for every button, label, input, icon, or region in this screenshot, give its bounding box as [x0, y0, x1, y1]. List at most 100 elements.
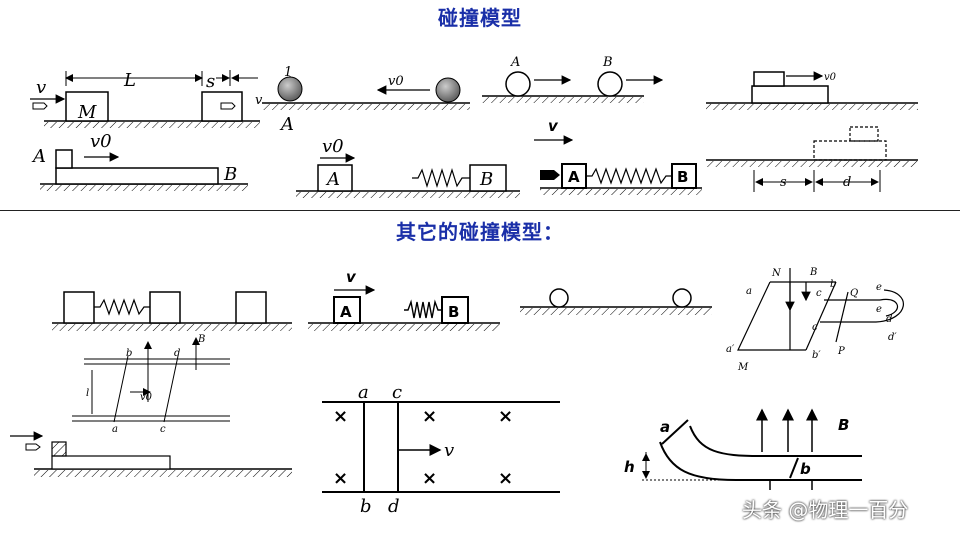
plank — [51, 455, 171, 470]
label-c: c — [816, 288, 822, 299]
label-s: s — [780, 175, 787, 190]
ball — [549, 288, 569, 308]
plank — [751, 85, 829, 104]
label-a: a — [358, 382, 369, 403]
spring — [412, 167, 470, 189]
label-s: s — [206, 71, 215, 92]
diagram-curved-rails-height: a b B h — [624, 408, 862, 490]
label-d-prime: d′ — [888, 332, 897, 343]
label-d: d — [843, 175, 851, 190]
block-a — [561, 163, 587, 189]
label-e: e — [876, 304, 882, 315]
label-a: a — [746, 286, 752, 297]
label-c: c — [392, 382, 402, 403]
diagram-bullet-spring-blocks: v A B — [534, 117, 702, 195]
block — [235, 291, 267, 324]
field-cross: × — [333, 468, 348, 489]
ball — [672, 288, 692, 308]
diagram-a-spring-b: A v B — [308, 268, 500, 331]
label-a: A — [279, 114, 294, 135]
small-block — [753, 71, 785, 87]
label-e: e — [876, 282, 882, 293]
diagram-block-on-plank: v0 — [706, 71, 918, 110]
label-a: A — [568, 168, 580, 186]
label-b: B — [448, 303, 459, 321]
bullet-icon — [25, 443, 41, 451]
label-p: P — [837, 346, 845, 357]
label-b: B — [223, 164, 237, 185]
block-a — [55, 149, 73, 169]
label-1: 1 — [284, 65, 292, 80]
block-b — [469, 164, 507, 192]
field-cross: × — [422, 468, 437, 489]
diagram-three-blocks-spring — [52, 291, 292, 331]
field-cross: × — [498, 406, 513, 427]
label-b: b — [830, 279, 836, 290]
label-v0: v0 — [388, 74, 404, 89]
spring — [586, 167, 672, 185]
bullet-icon — [32, 102, 48, 110]
diagram-inclined-rails: N B b a c Q e e d d′ c P a′ b′ M — [726, 267, 904, 373]
ball — [435, 77, 461, 103]
block-b — [671, 163, 697, 189]
diagram-parallel-rails: b d B a c l v0 — [72, 334, 230, 435]
label-b: B — [809, 267, 817, 278]
label-l: l — [86, 388, 89, 399]
label-a: a — [112, 424, 118, 435]
diagram-block-slide-distance: s d — [706, 126, 918, 192]
small-block — [51, 441, 67, 457]
spring — [94, 298, 150, 316]
label-l: L — [123, 70, 136, 91]
label-b-prime: b′ — [812, 350, 821, 361]
label-v: v — [548, 117, 559, 135]
spring — [404, 299, 442, 319]
label-n: N — [771, 268, 782, 279]
label-q: Q — [850, 288, 858, 299]
block-a — [317, 164, 353, 192]
diagram-pendulum-ball: 1 A v0 — [262, 65, 470, 135]
label-b: B — [479, 169, 493, 190]
block-right — [201, 91, 243, 122]
diagram-two-balls: A B — [482, 55, 664, 103]
watermark: 头条 @物理一百分 — [742, 498, 909, 522]
label-b: B — [677, 168, 688, 186]
diagram-bullet-block-plank — [10, 431, 292, 477]
ball-b — [597, 71, 623, 97]
field-cross: × — [333, 406, 348, 427]
label-v: v — [255, 93, 263, 108]
label-v0: v0 — [140, 392, 153, 403]
label-d: d — [174, 348, 180, 359]
field-cross: × — [422, 406, 437, 427]
label-v0: v0 — [824, 72, 837, 83]
label-a-prime: a′ — [726, 344, 735, 355]
label-a: A — [510, 55, 520, 70]
label-a: A — [325, 169, 340, 190]
label-c: c — [160, 424, 166, 435]
bullet-icon — [540, 170, 560, 180]
diagram-spring-two-blocks: A v0 B — [296, 136, 520, 198]
title-other-collision-models: 其它的碰撞模型： — [396, 220, 564, 244]
bullet-icon — [220, 102, 236, 110]
label-v: v — [36, 77, 46, 98]
label-a: a — [660, 418, 670, 436]
block-a — [333, 296, 361, 324]
label-b: B — [838, 416, 849, 434]
label-b: b — [360, 496, 372, 517]
long-board — [55, 167, 219, 185]
ball-a — [505, 71, 531, 97]
label-m: M — [737, 362, 749, 373]
diagram-magnetic-field-rails: v a c b d × × × × × × — [322, 382, 560, 517]
block-b — [441, 296, 469, 324]
label-v: v — [444, 440, 454, 461]
label-b: B — [197, 334, 205, 345]
diagram-two-balls-track — [520, 288, 712, 315]
block-m — [65, 91, 109, 122]
diagram-block-bullet-distance: M v L s v — [30, 70, 263, 128]
block — [63, 291, 95, 324]
label-v0: v0 — [322, 136, 344, 157]
label-m: M — [77, 102, 97, 123]
block — [149, 291, 181, 324]
diagram-block-on-long-board: A B v0 — [31, 131, 248, 191]
field-cross: × — [498, 468, 513, 489]
